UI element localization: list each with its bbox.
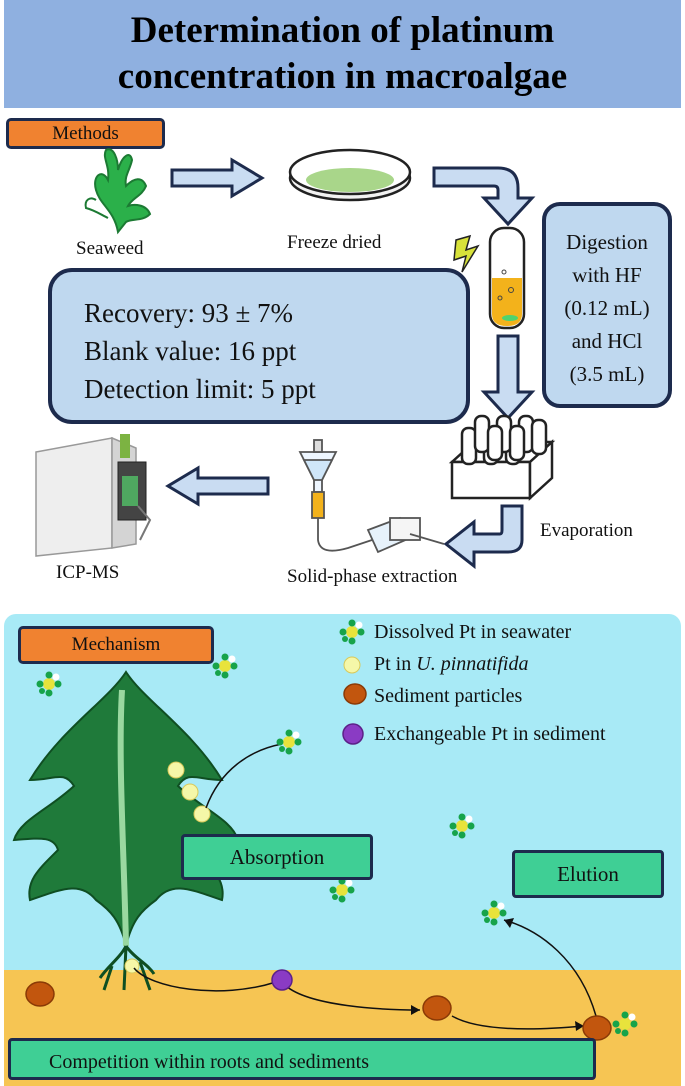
legend-pt-in-plant: Pt in U. pinnatifida (374, 653, 528, 676)
spe-apparatus-icon (298, 439, 445, 554)
icp-ms-instrument-icon (35, 434, 152, 557)
undaria-plant-icon (12, 670, 240, 991)
methods-tag: Methods (6, 118, 165, 149)
arrow-to-freeze (170, 157, 265, 199)
page-title: Determination of platinum concentration … (4, 8, 681, 100)
digestion-line-2: with HF (572, 263, 642, 287)
seaweed-icon (84, 148, 152, 235)
step-label-evaporation: Evaporation (540, 520, 633, 541)
digestion-box: Digestion with HF (0.12 mL) and HCl (3.5… (542, 202, 672, 408)
digestion-line-3: (0.12 mL) (564, 296, 650, 320)
stat-blank-value: Blank value: 16 ppt (84, 336, 297, 366)
evaporation-rack-icon (448, 414, 556, 501)
sediment-flow-arrow-1 (133, 967, 277, 992)
mechanism-tag: Mechanism (18, 626, 214, 664)
exchangeable-pt-dots (271, 723, 364, 991)
stat-detection-limit: Detection limit: 5 ppt (84, 374, 316, 404)
title-line-1: Determination of platinum (130, 10, 555, 51)
step-label-seaweed: Seaweed (76, 238, 144, 259)
arrow-to-spe (443, 504, 524, 570)
legend-species-name: U. pinnatifida (416, 653, 529, 675)
digestion-line-1: Digestion (566, 230, 648, 254)
legend-pt-in-plant-prefix: Pt in (374, 653, 417, 675)
step-label-freeze-dried: Freeze dried (287, 232, 382, 253)
absorption-arrow (205, 743, 283, 809)
legend-sediment-particles: Sediment particles (374, 685, 523, 707)
step-label-icp-ms: ICP-MS (56, 562, 120, 583)
sediment-flow-arrow-3 (451, 1015, 585, 1030)
elution-arrow (503, 919, 597, 1017)
absorption-label: Absorption (181, 834, 373, 880)
sediment-flow-arrow-2 (285, 985, 421, 1011)
lightning-icon (453, 234, 480, 273)
digestion-line-5: (3.5 mL) (569, 362, 645, 386)
title-band (4, 0, 681, 108)
arrow-to-icp (165, 465, 270, 507)
petri-dish-icon (288, 148, 412, 202)
digestion-line-4: and HCl (571, 329, 643, 353)
legend-exchangeable-pt: Exchangeable Pt in sediment (374, 723, 606, 745)
title-line-2: concentration in macroalgae (117, 56, 568, 97)
test-tube-icon (488, 226, 526, 330)
arrow-to-evaporation (480, 334, 536, 421)
legend-pt-plant-dot (343, 656, 361, 674)
pt-in-plant-dots (124, 761, 211, 974)
stat-recovery: Recovery: 93 ± 7% (84, 298, 294, 328)
arrow-to-digestion (432, 166, 536, 227)
elution-label: Elution (512, 850, 664, 898)
competition-label: Competition within roots and sediments (8, 1038, 596, 1080)
step-label-spe: Solid-phase extraction (287, 566, 458, 587)
sediment-particles (25, 683, 612, 1041)
performance-stats-box: Recovery: 93 ± 7% Blank value: 16 ppt De… (48, 268, 470, 424)
legend-dissolved-pt: Dissolved Pt in seawater (374, 621, 572, 643)
